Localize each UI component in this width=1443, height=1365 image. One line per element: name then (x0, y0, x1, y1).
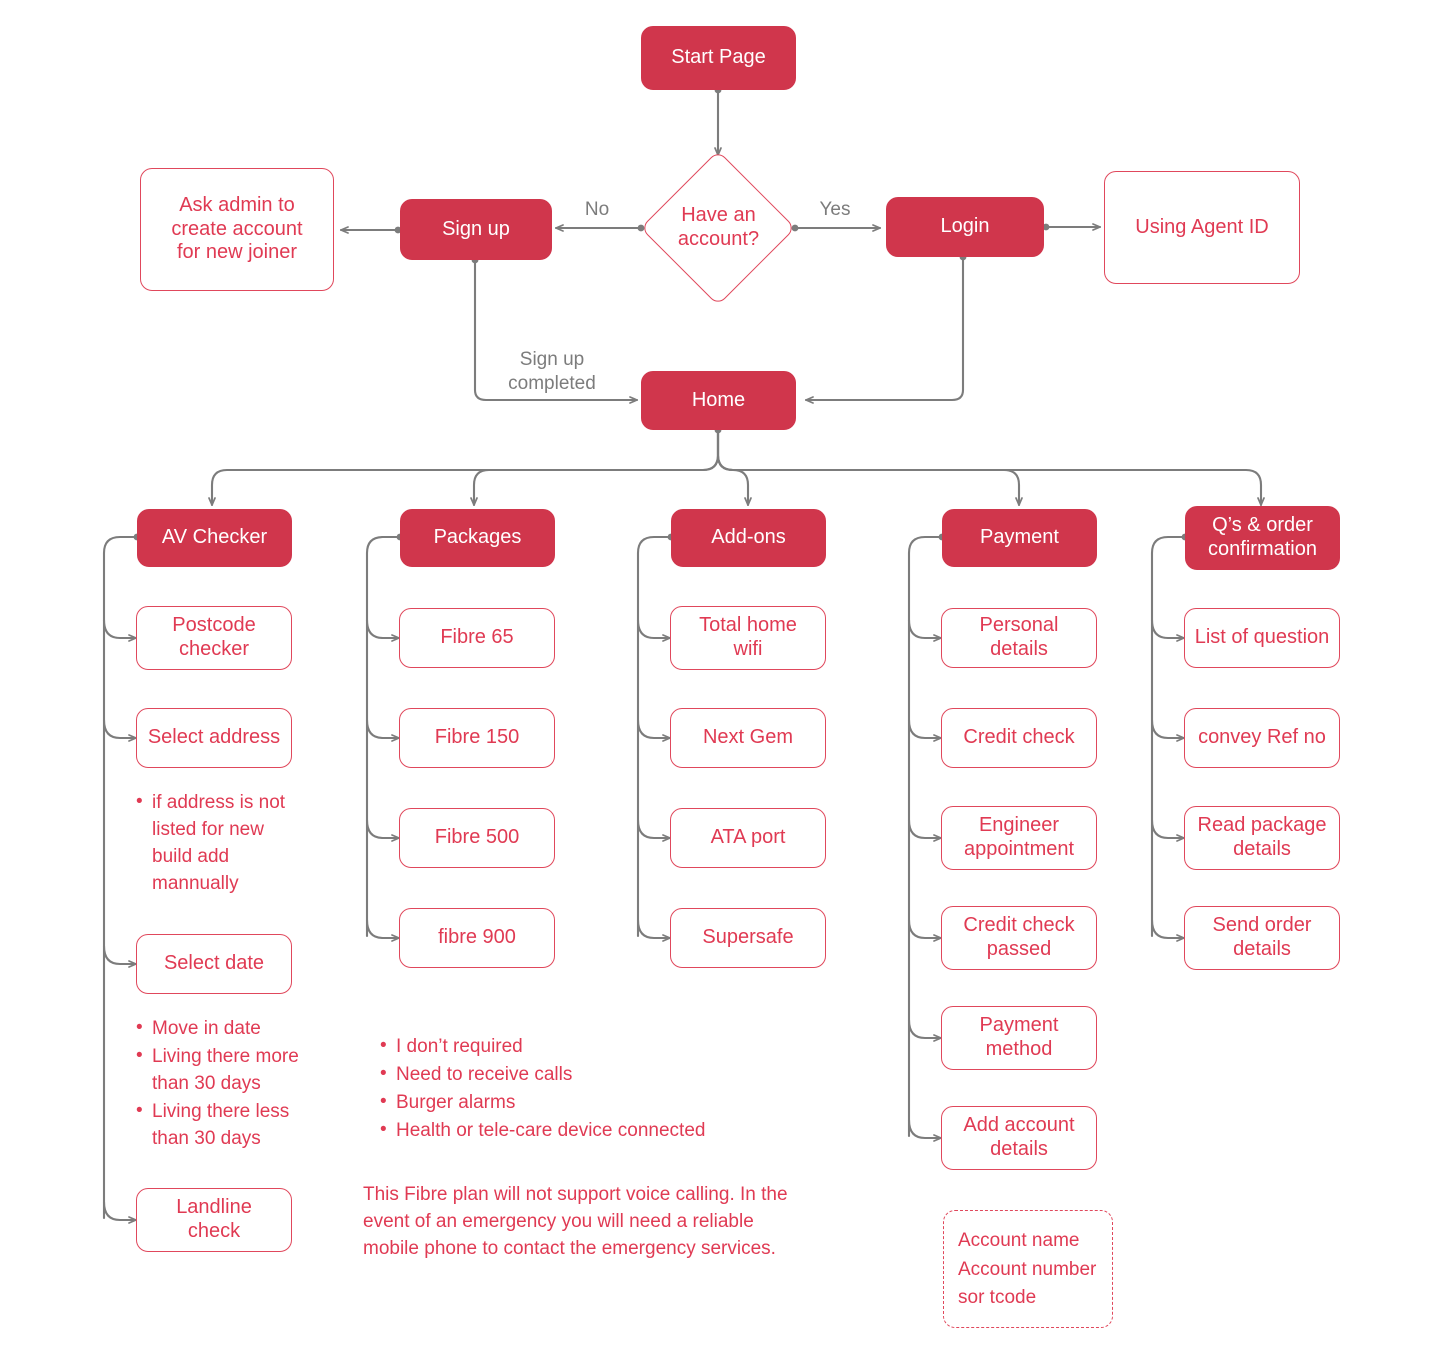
account-details-note: Account name Account number sor tcode (943, 1210, 1113, 1328)
decision-have-account[interactable]: Have an account? (677, 204, 760, 250)
node-packages[interactable]: Packages (400, 509, 555, 567)
node-qs-order-confirmation[interactable]: Q’s & order confirmation (1185, 506, 1340, 570)
node-supersafe[interactable]: Supersafe (670, 908, 826, 968)
list-item: Living there more than 30 days (134, 1043, 324, 1098)
list-item: Burger alarms (378, 1089, 798, 1117)
av-checker-date-bullets: Move in date Living there more than 30 d… (134, 1015, 324, 1154)
node-select-date[interactable]: Select date (136, 934, 292, 994)
list-item: if address is not listed for new build a… (134, 789, 309, 898)
node-fibre-65[interactable]: Fibre 65 (399, 608, 555, 668)
node-home[interactable]: Home (641, 371, 796, 430)
list-item: Living there less than 30 days (134, 1098, 324, 1153)
node-landline-check[interactable]: Landline check (136, 1188, 292, 1252)
node-add-account-details[interactable]: Add account details (941, 1106, 1097, 1170)
node-ask-admin[interactable]: Ask admin to create account for new join… (140, 168, 334, 291)
list-item: I don’t required (378, 1033, 798, 1061)
node-ata-port[interactable]: ATA port (670, 808, 826, 868)
list-item: Need to receive calls (378, 1061, 798, 1089)
node-credit-check-passed[interactable]: Credit check passed (941, 906, 1097, 970)
node-sign-up[interactable]: Sign up (400, 199, 552, 260)
list-item: Move in date (134, 1015, 324, 1043)
node-fibre-900[interactable]: fibre 900 (399, 908, 555, 968)
node-postcode-checker[interactable]: Postcode checker (136, 606, 292, 670)
av-checker-address-bullets: if address is not listed for new build a… (134, 789, 309, 899)
node-av-checker[interactable]: AV Checker (137, 509, 292, 567)
node-add-ons[interactable]: Add-ons (671, 509, 826, 567)
node-fibre-500[interactable]: Fibre 500 (399, 808, 555, 868)
node-next-gem[interactable]: Next Gem (670, 708, 826, 768)
node-select-address[interactable]: Select address (136, 708, 292, 768)
node-engineer-appointment[interactable]: Engineer appointment (941, 806, 1097, 870)
edge-label-sign-up-completed: Sign up completed (508, 349, 596, 394)
edge-label-no: No (584, 199, 610, 220)
node-fibre-150[interactable]: Fibre 150 (399, 708, 555, 768)
fibre-voice-calling-disclaimer: This Fibre plan will not support voice c… (363, 1184, 788, 1259)
node-start-page[interactable]: Start Page (641, 26, 796, 90)
node-using-agent-id[interactable]: Using Agent ID (1104, 171, 1300, 284)
node-login[interactable]: Login (886, 197, 1044, 257)
node-list-of-question[interactable]: List of question (1184, 608, 1340, 668)
node-personal-details[interactable]: Personal details (941, 608, 1097, 668)
node-convey-ref-no[interactable]: convey Ref no (1184, 708, 1340, 768)
edge-label-yes: Yes (819, 199, 851, 220)
node-send-order-details[interactable]: Send order details (1184, 906, 1340, 970)
node-payment[interactable]: Payment (942, 509, 1097, 567)
packages-bullets: I don’t required Need to receive calls B… (378, 1033, 798, 1146)
node-read-package-details[interactable]: Read package details (1184, 806, 1340, 870)
node-credit-check[interactable]: Credit check (941, 708, 1097, 768)
list-item: Health or tele-care device connected (378, 1117, 798, 1145)
node-payment-method[interactable]: Payment method (941, 1006, 1097, 1070)
node-total-home-wifi[interactable]: Total home wifi (670, 606, 826, 670)
